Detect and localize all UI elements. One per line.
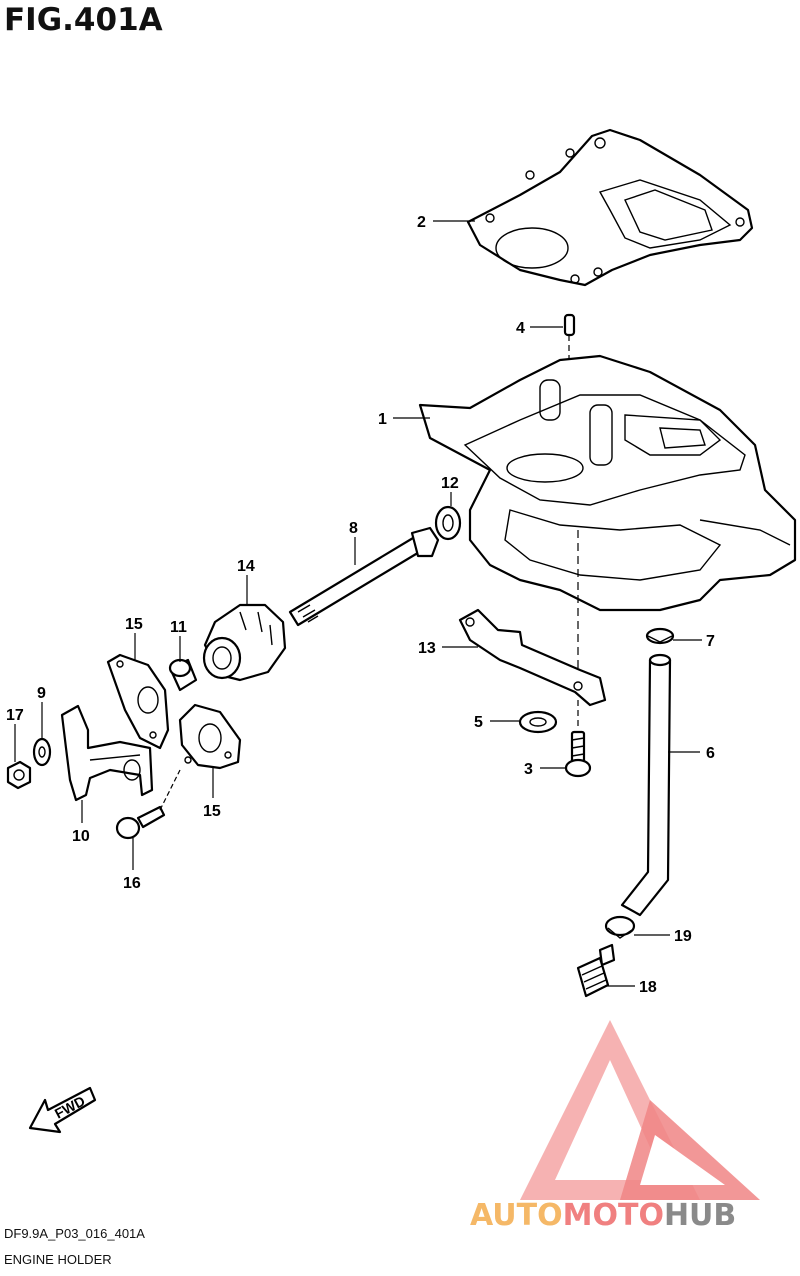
hose-clip-upper <box>645 627 675 645</box>
automotohub-logo: AUTOMOTOHUB <box>470 1020 760 1233</box>
callout-3: 3 <box>524 761 533 778</box>
mount-plate-lower <box>178 703 242 770</box>
callout-6: 6 <box>706 745 715 762</box>
callout-8: 8 <box>349 520 358 537</box>
flange-bolt <box>564 700 592 778</box>
nut <box>6 760 32 790</box>
callout-7: 7 <box>706 633 715 650</box>
collar <box>168 658 198 692</box>
fwd-label: FWD <box>52 1093 88 1122</box>
watermark-text: AUTOMOTOHUB <box>470 1198 736 1233</box>
mount-plate-upper <box>106 653 170 750</box>
callout-10: 10 <box>72 828 90 845</box>
callout-12: 12 <box>441 475 459 492</box>
flange-bolt-small <box>115 769 181 840</box>
callout-15-upper: 15 <box>125 616 143 633</box>
callout-1: 1 <box>378 411 387 428</box>
callout-13: 13 <box>418 640 436 657</box>
engine-holder <box>418 354 797 680</box>
bracket <box>60 704 154 802</box>
callouts: 2 4 1 12 8 14 15 11 9 17 10 15 16 13 5 3… <box>6 214 715 996</box>
dowel-pin <box>563 313 576 378</box>
figure-title: FIG.401A <box>4 2 163 38</box>
callout-5: 5 <box>474 714 483 731</box>
bushing <box>434 505 462 541</box>
callout-2: 2 <box>417 214 426 231</box>
gasket <box>466 128 754 287</box>
flat-washer <box>518 710 558 734</box>
callout-19: 19 <box>674 928 692 945</box>
fwd-arrow-icon: FWD <box>28 1086 97 1134</box>
long-bolt <box>288 526 440 627</box>
hose <box>620 653 672 917</box>
callout-15-lower: 15 <box>203 803 221 820</box>
hose-clip-lower <box>604 915 636 939</box>
lock-washer <box>32 737 52 767</box>
callout-14: 14 <box>237 558 255 575</box>
figure-code: DF9.9A_P03_016_401A <box>4 1226 145 1241</box>
stay-plate <box>458 608 607 707</box>
strainer <box>576 943 616 998</box>
figure-caption: ENGINE HOLDER <box>4 1252 112 1267</box>
callout-9: 9 <box>37 685 46 702</box>
callout-4: 4 <box>516 320 525 337</box>
callout-18: 18 <box>639 979 657 996</box>
callout-16: 16 <box>123 875 141 892</box>
leader-lines <box>14 220 702 987</box>
callout-11: 11 <box>170 619 187 636</box>
callout-17: 17 <box>6 707 24 724</box>
rubber-mount <box>202 603 287 682</box>
